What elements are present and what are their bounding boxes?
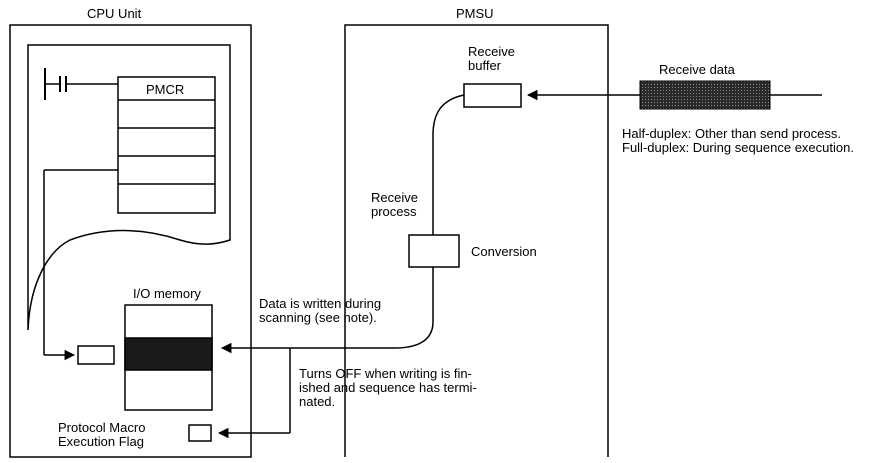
data-written-note: Data is written during scanning (see not… xyxy=(259,296,382,325)
cpu-unit-box xyxy=(9,24,252,458)
pmcr-instruction-block xyxy=(117,76,216,214)
execution-flag-label: Protocol Macro Execution Flag xyxy=(58,420,146,449)
conversion-box xyxy=(408,234,460,268)
receive-data-cable xyxy=(526,80,822,110)
data-write-line xyxy=(220,267,434,354)
word-box xyxy=(77,345,115,365)
execution-flag-box xyxy=(188,424,212,442)
turns-off-note: Turns OFF when writing is fin- ished and… xyxy=(299,366,477,409)
ladder-contact xyxy=(44,68,118,100)
receive-process-line xyxy=(432,94,465,235)
operand-connector xyxy=(43,169,118,361)
receive-process-label: Receive process xyxy=(371,190,418,219)
receive-buffer-label: Receive buffer xyxy=(468,44,515,73)
flag-off-connector xyxy=(217,348,291,439)
pmcr-label: PMCR xyxy=(146,82,185,97)
cpu-unit-title: CPU Unit xyxy=(87,6,142,21)
io-memory-label: I/O memory xyxy=(133,286,201,301)
pmsu-title: PMSU xyxy=(456,6,494,21)
conversion-label: Conversion xyxy=(471,244,537,259)
duplex-note: Half-duplex: Other than send process. Fu… xyxy=(622,126,854,155)
receive-buffer-box xyxy=(463,83,522,108)
io-memory-block xyxy=(124,304,213,411)
ladder-program-area xyxy=(27,44,231,331)
receive-data-label: Receive data xyxy=(659,62,735,77)
pmsu-box xyxy=(344,24,609,457)
